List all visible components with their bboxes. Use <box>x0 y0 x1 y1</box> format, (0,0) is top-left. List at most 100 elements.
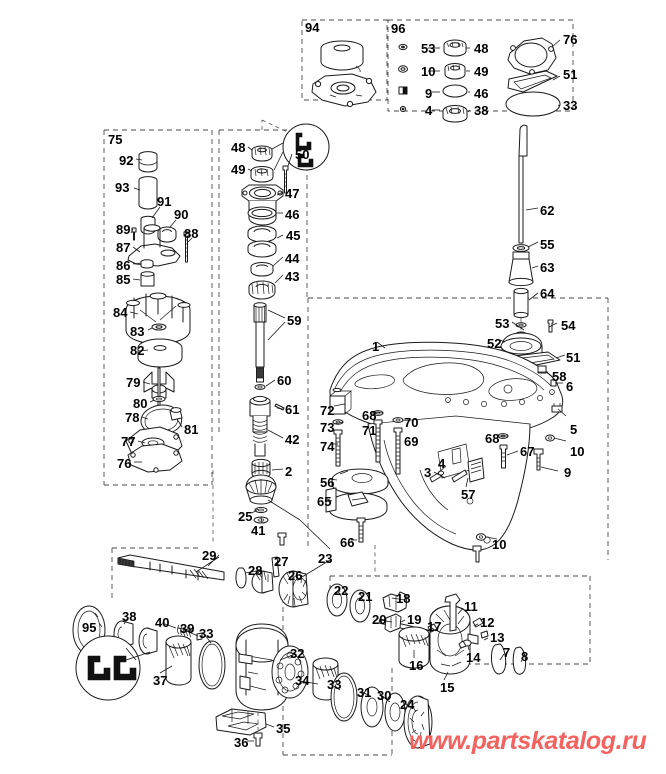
callout-12: 12 <box>480 615 495 630</box>
callout-57: 57 <box>461 487 476 502</box>
callout-7: 7 <box>503 645 511 660</box>
callout-15: 15 <box>440 680 455 695</box>
callout-28: 28 <box>248 563 263 578</box>
callout-85: 85 <box>116 272 131 287</box>
callout-68: 68 <box>362 408 377 423</box>
callout-76: 76 <box>563 32 578 47</box>
water-pickup-plates <box>267 468 389 550</box>
callout-14: 14 <box>466 650 481 665</box>
leader-lines <box>123 39 561 742</box>
callout-37: 37 <box>153 673 168 688</box>
callout-44: 44 <box>285 251 300 266</box>
callout-91: 91 <box>157 194 172 209</box>
callout-33: 33 <box>327 677 342 692</box>
site-watermark: www.partskatalog.ru <box>409 727 647 755</box>
callout-1: 1 <box>372 339 380 354</box>
callout-74: 74 <box>320 439 335 454</box>
callout-33: 33 <box>199 626 214 641</box>
callout-51: 51 <box>566 350 581 365</box>
callout-9: 9 <box>425 86 433 101</box>
callout-63: 63 <box>540 260 555 275</box>
callout-32: 32 <box>290 646 305 661</box>
callout-6: 6 <box>566 379 574 394</box>
callout-46: 46 <box>474 86 489 101</box>
callout-78: 78 <box>125 410 140 425</box>
callout-45: 45 <box>286 228 301 243</box>
callout-72: 72 <box>320 403 335 418</box>
callout-30: 30 <box>377 688 392 703</box>
callout-19: 19 <box>407 612 422 627</box>
callout-94: 94 <box>305 20 320 35</box>
callout-5: 5 <box>570 422 578 437</box>
callout-64: 64 <box>540 286 555 301</box>
callout-21: 21 <box>358 589 373 604</box>
callout-49: 49 <box>231 162 246 177</box>
callout-25: 25 <box>238 509 253 524</box>
callout-69: 69 <box>404 434 419 449</box>
callout-50: 50 <box>295 147 310 162</box>
callout-76: 76 <box>117 456 132 471</box>
callout-62: 62 <box>540 203 555 218</box>
callout-59: 59 <box>287 313 302 328</box>
callout-10: 10 <box>570 444 585 459</box>
callout-67: 67 <box>520 444 535 459</box>
callout-87: 87 <box>116 240 131 255</box>
callout-89: 89 <box>116 222 131 237</box>
callout-27: 27 <box>274 554 289 569</box>
propshaft-assembly <box>113 554 527 749</box>
callout-49: 49 <box>474 64 489 79</box>
callout-48: 48 <box>474 41 489 56</box>
callout-83: 83 <box>130 324 145 339</box>
callout-4: 4 <box>438 456 446 471</box>
part-group-94 <box>311 40 377 108</box>
callout-33: 33 <box>563 98 578 113</box>
callout-2: 2 <box>285 464 293 479</box>
callout-43: 43 <box>285 269 300 284</box>
callout-39: 39 <box>180 621 195 636</box>
callout-92: 92 <box>119 153 134 168</box>
callout-40: 40 <box>155 615 170 630</box>
callout-51: 51 <box>563 67 578 82</box>
callout-35: 35 <box>276 721 291 736</box>
callout-66: 66 <box>340 535 355 550</box>
callout-58: 58 <box>552 369 567 384</box>
callout-38: 38 <box>474 103 489 118</box>
callout-24: 24 <box>400 697 415 712</box>
callout-8: 8 <box>521 649 529 664</box>
callout-13: 13 <box>490 630 505 645</box>
callout-55: 55 <box>540 237 555 252</box>
callout-90: 90 <box>174 207 189 222</box>
callout-84: 84 <box>113 305 128 320</box>
callout-82: 82 <box>130 343 145 358</box>
callout-48: 48 <box>231 140 246 155</box>
gearcase-housing <box>329 207 567 563</box>
callout-65: 65 <box>317 494 332 509</box>
callout-46: 46 <box>285 207 300 222</box>
callout-9: 9 <box>564 465 572 480</box>
inset-detail-lower <box>72 605 151 701</box>
callout-29: 29 <box>202 548 217 563</box>
callout-10: 10 <box>492 537 507 552</box>
callout-81: 81 <box>184 422 199 437</box>
callout-73: 73 <box>320 420 335 435</box>
shift-rod-column <box>508 124 534 330</box>
callout-4: 4 <box>425 103 433 118</box>
callout-93: 93 <box>115 180 130 195</box>
callout-36: 36 <box>234 735 249 750</box>
callout-16: 16 <box>409 658 424 673</box>
callout-52: 52 <box>487 336 502 351</box>
callout-96: 96 <box>391 21 406 36</box>
callout-68: 68 <box>485 431 500 446</box>
callout-56: 56 <box>320 475 335 490</box>
callout-53: 53 <box>495 316 510 331</box>
callout-60: 60 <box>277 373 292 388</box>
callout-10: 10 <box>421 64 436 79</box>
callout-77: 77 <box>121 434 136 449</box>
callout-31: 31 <box>357 685 372 700</box>
callout-95: 95 <box>82 620 97 635</box>
driveshaft-column <box>241 145 289 524</box>
callout-22: 22 <box>334 583 349 598</box>
callout-18: 18 <box>396 591 411 606</box>
callout-34: 34 <box>295 673 310 688</box>
